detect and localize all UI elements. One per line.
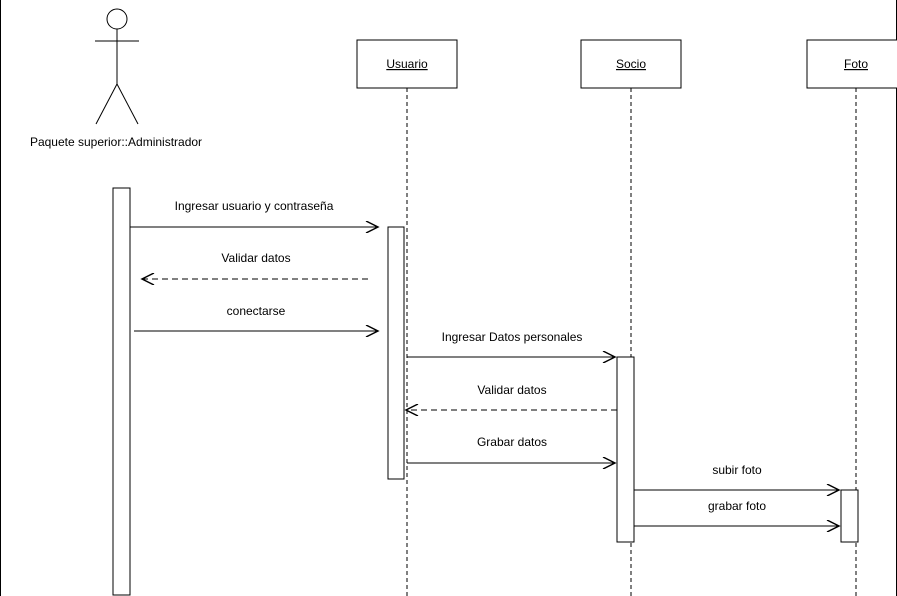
object-foto[interactable]: Foto (806, 39, 897, 89)
message-conectarse-label: conectarse (227, 304, 286, 318)
actor-label: Paquete superior::Administrador (30, 135, 202, 149)
message-validar-datos-2-label: Validar datos (477, 383, 546, 397)
message-subir-foto-label: subir foto (712, 463, 762, 477)
message-ingresar-datos-personales[interactable]: Ingresar Datos personales (407, 330, 615, 357)
object-usuario[interactable]: Usuario (356, 39, 458, 89)
message-grabar-datos[interactable]: Grabar datos (407, 435, 615, 463)
object-foto-label: Foto (844, 57, 868, 71)
activation-bar-foto (840, 489, 859, 543)
message-conectarse[interactable]: conectarse (134, 304, 378, 331)
message-ingresar-usuario-label: Ingresar usuario y contraseña (175, 199, 334, 213)
message-subir-foto[interactable]: subir foto (634, 463, 839, 490)
message-ingresar-datos-personales-label: Ingresar Datos personales (442, 330, 583, 344)
message-validar-datos-2[interactable]: Validar datos (406, 383, 617, 410)
object-socio-label: Socio (616, 57, 646, 71)
object-socio[interactable]: Socio (580, 39, 682, 89)
activation-bar-socio (616, 356, 635, 543)
message-ingresar-usuario[interactable]: Ingresar usuario y contraseña (130, 199, 378, 227)
object-usuario-label: Usuario (386, 57, 428, 71)
actor-activation-bar (112, 187, 131, 596)
message-grabar-datos-label: Grabar datos (477, 435, 547, 449)
message-validar-datos-1[interactable]: Validar datos (142, 251, 368, 279)
message-validar-datos-1-label: Validar datos (221, 251, 290, 265)
stick-figure-actor-icon (95, 8, 139, 125)
message-grabar-foto-label: grabar foto (708, 499, 766, 513)
activation-bar-usuario (387, 226, 405, 480)
message-grabar-foto[interactable]: grabar foto (634, 499, 839, 526)
actor-administrador[interactable]: Paquete superior::Administrador (30, 8, 202, 149)
